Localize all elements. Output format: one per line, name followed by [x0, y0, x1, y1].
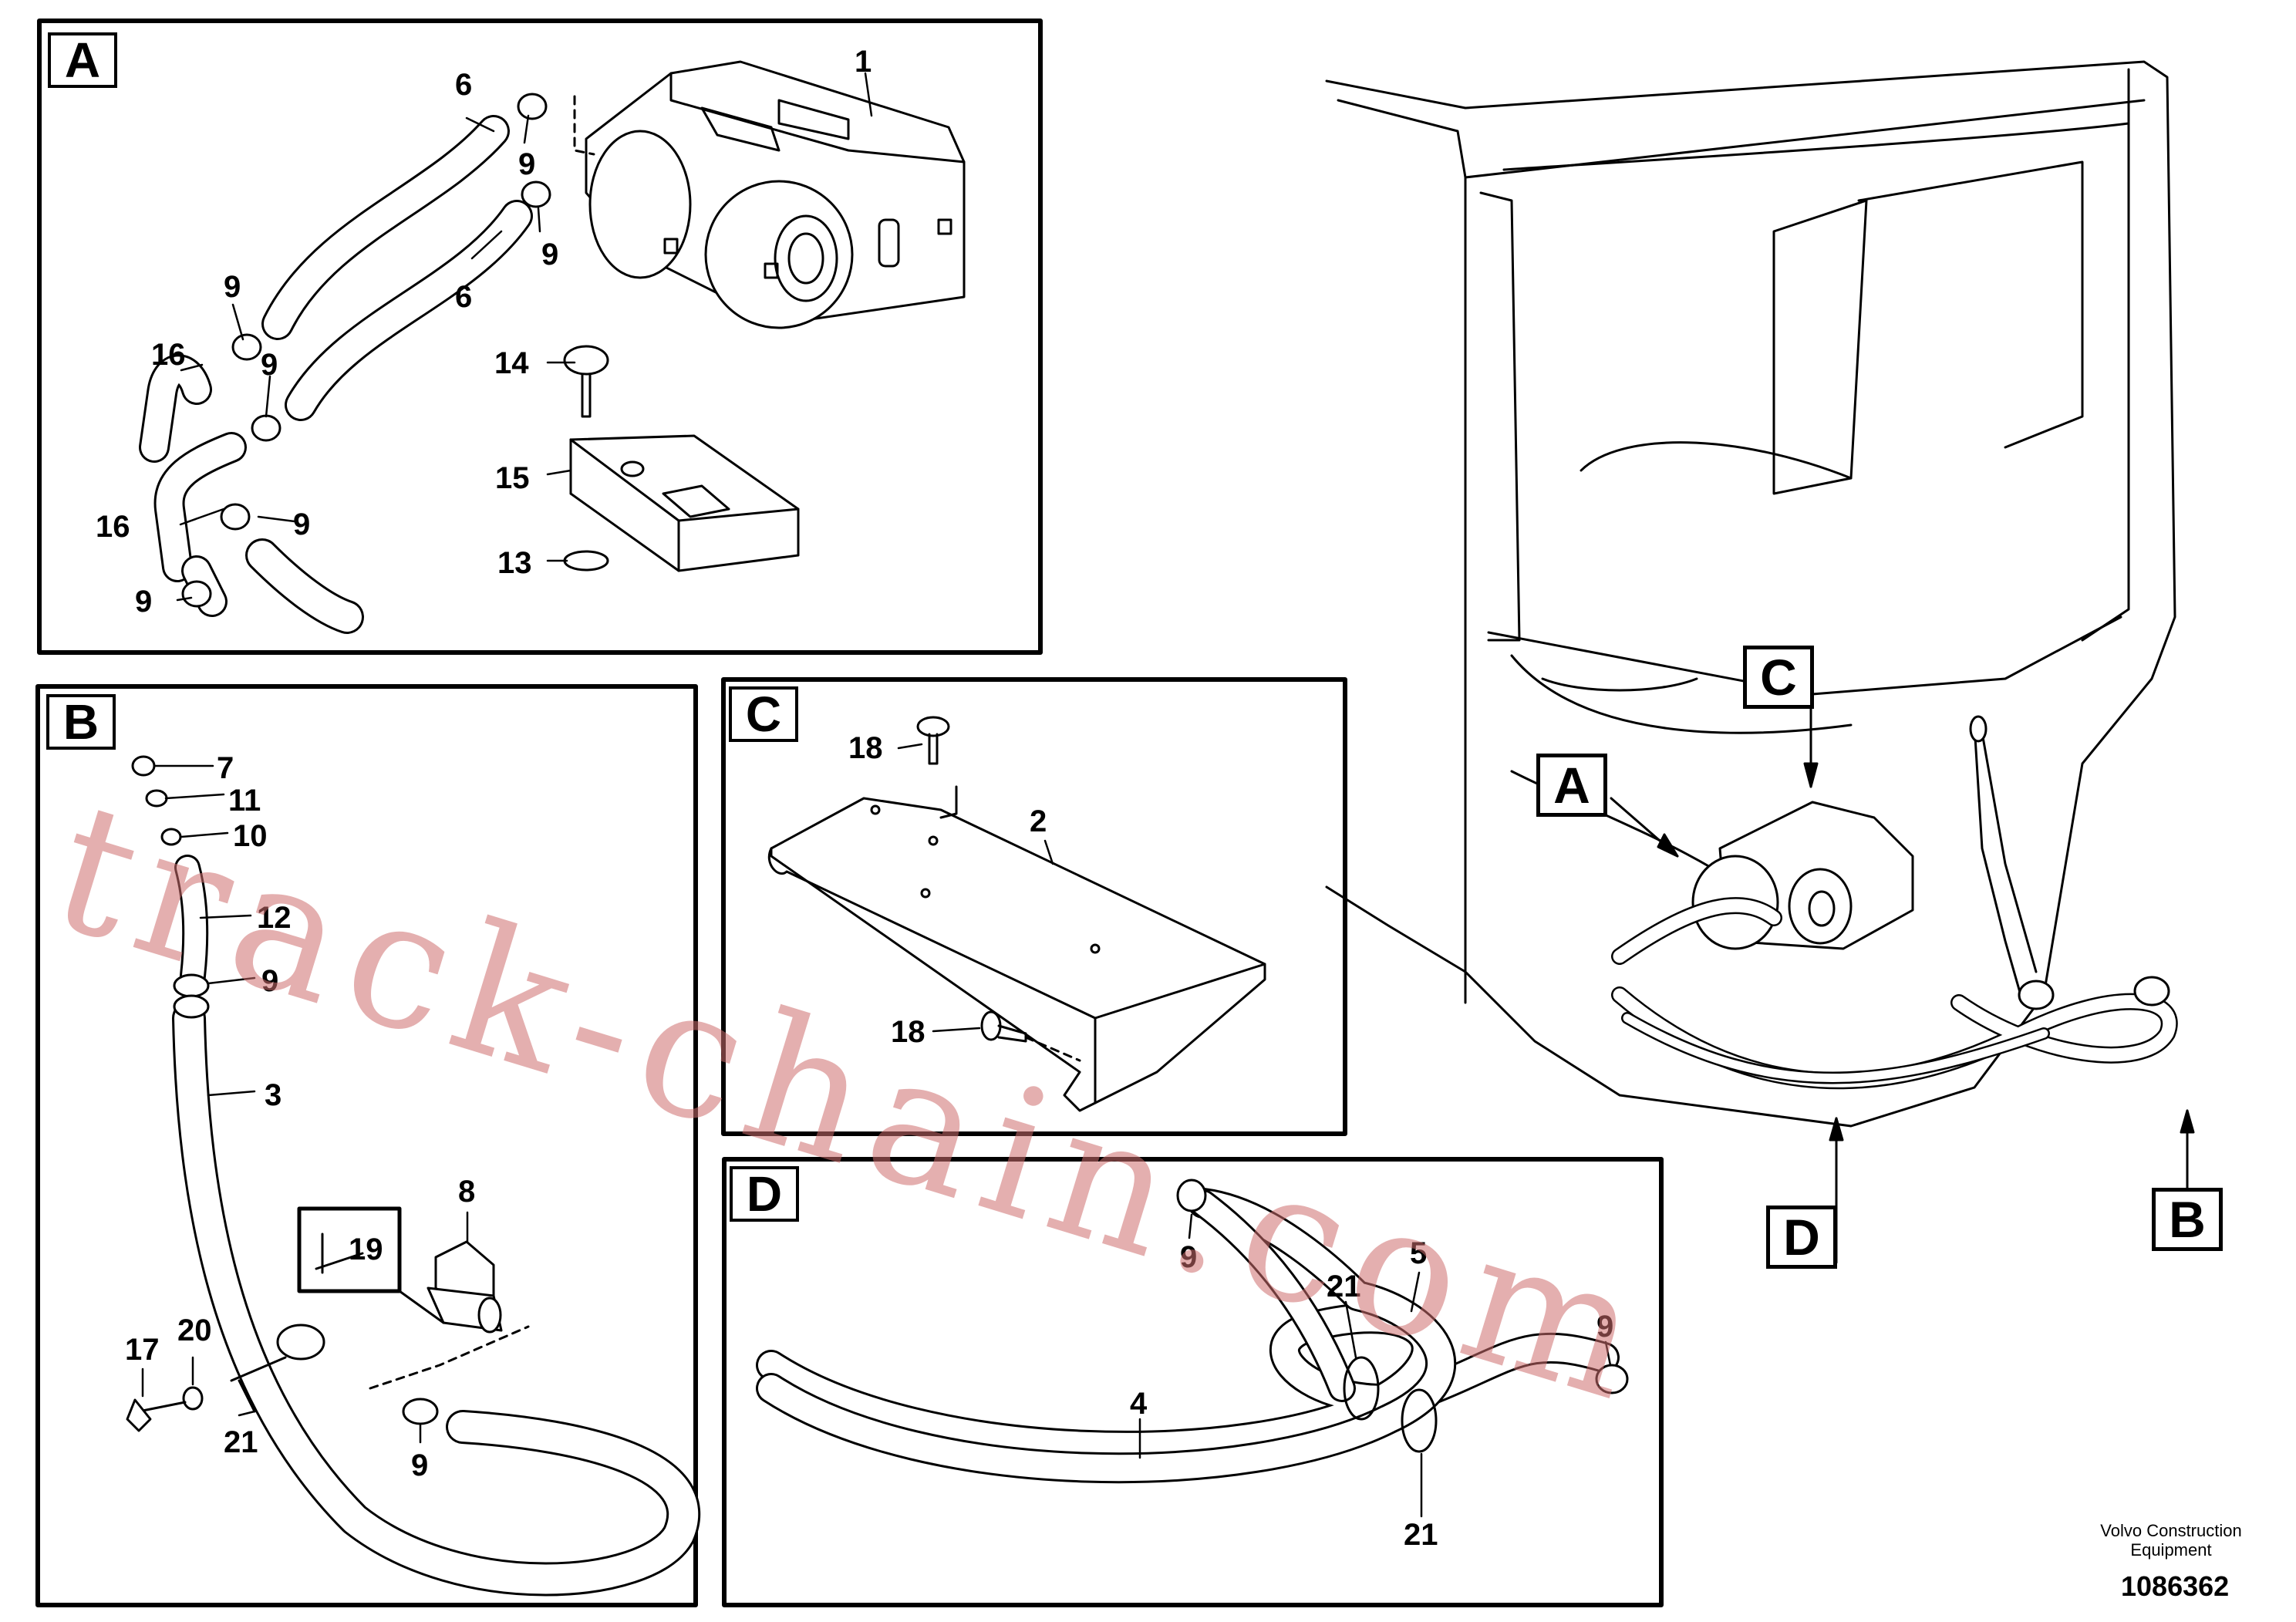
- mounting-block: [563, 345, 800, 572]
- part-label: 16: [151, 338, 186, 372]
- part-label: 7: [217, 751, 234, 785]
- hoses-a: [139, 115, 533, 634]
- leaders-a: [176, 72, 873, 602]
- part-label: 6: [455, 280, 473, 314]
- part-label: 9: [135, 585, 153, 619]
- panel-tag-d: D: [730, 1166, 799, 1222]
- part-label: 18: [891, 1015, 925, 1049]
- panel-c-frame: [721, 677, 1347, 1136]
- part-label: 11: [228, 784, 261, 818]
- part-label: 9: [1180, 1240, 1198, 1274]
- hose-b: [126, 755, 701, 1597]
- part-label: 13: [497, 546, 532, 580]
- panel-a-frame: [37, 19, 1043, 655]
- heater-unit: [585, 60, 966, 329]
- part-label: 3: [265, 1078, 282, 1112]
- callout-a: A: [1536, 754, 1607, 817]
- hoses-d: [756, 1179, 1629, 1484]
- callout-leaders: [1610, 704, 2195, 1264]
- leader-dashed: [573, 95, 595, 156]
- part-label: 15: [495, 461, 530, 495]
- part-label: 19: [349, 1233, 383, 1266]
- part-label: 5: [1410, 1236, 1428, 1270]
- part-label: 21: [1404, 1518, 1438, 1552]
- part-label: 9: [261, 348, 278, 382]
- part-label: 9: [261, 964, 279, 998]
- part-label: 18: [848, 731, 883, 765]
- callout-b: B: [2152, 1188, 2223, 1251]
- part-label: 6: [455, 68, 473, 102]
- part-label: 17: [125, 1333, 160, 1367]
- cab-overview: [1325, 60, 2178, 1128]
- part-label: 12: [257, 901, 292, 935]
- part-label: 8: [458, 1175, 476, 1209]
- part-label: 9: [411, 1448, 429, 1482]
- part-label: 9: [518, 147, 536, 181]
- panel-tag-b: B: [46, 694, 116, 750]
- leaders-b: [141, 764, 469, 1444]
- part-label: 21: [1327, 1270, 1361, 1303]
- brand-credit: Volvo Construction Equipment: [2082, 1521, 2260, 1560]
- part-label: 21: [224, 1425, 258, 1459]
- part-label: 1: [855, 45, 872, 79]
- panel-b-frame: [35, 684, 698, 1607]
- brand-line-1: Volvo Construction: [2100, 1521, 2242, 1540]
- part-label: 9: [541, 238, 559, 271]
- panel-tag-c: C: [729, 686, 798, 742]
- callout-d: D: [1766, 1206, 1837, 1269]
- leaders-c: [897, 743, 1054, 1033]
- panel-d-frame: [722, 1157, 1664, 1607]
- part-label: 4: [1130, 1387, 1148, 1421]
- leaders-d: [1138, 1213, 1612, 1518]
- part-label: 9: [1596, 1310, 1614, 1344]
- part-label: 2: [1030, 804, 1047, 838]
- part-label: 14: [494, 346, 529, 380]
- callout-c: C: [1743, 646, 1814, 709]
- diagram-code: 1086362: [2121, 1570, 2230, 1602]
- part-label: 10: [233, 819, 268, 853]
- brand-line-2: Equipment: [2130, 1540, 2212, 1560]
- panel-tag-a: A: [48, 32, 117, 88]
- part-label: 20: [177, 1313, 212, 1347]
- part-label: 9: [224, 270, 241, 304]
- part-label: 16: [96, 510, 130, 544]
- bracket-c: [767, 716, 1266, 1112]
- part-label: 9: [293, 508, 311, 541]
- hose-clamps-a: [181, 93, 551, 608]
